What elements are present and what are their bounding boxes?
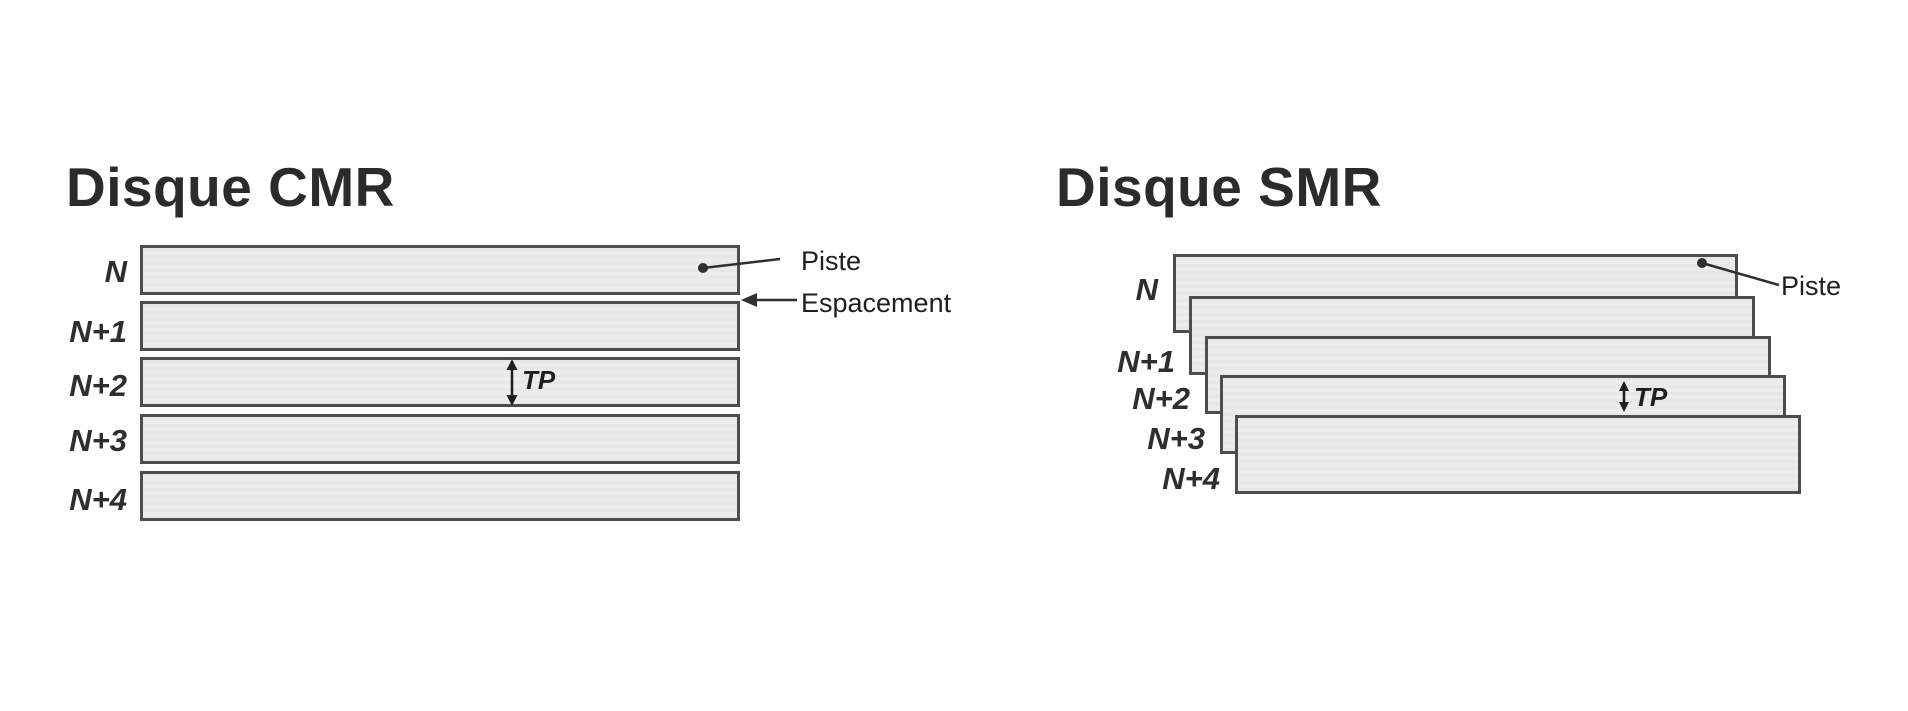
cmr-espacement-arrowhead-icon (741, 293, 757, 307)
cmr-tp-label: TP (522, 365, 556, 395)
cmr-track-label-n4: N+4 (69, 482, 127, 517)
cmr-track-bar-n4 (140, 471, 740, 521)
cmr-piste-label: Piste (801, 246, 862, 276)
smr-track-label-n1: N+1 (1117, 344, 1175, 379)
cmr-track-label-n1: N+1 (69, 314, 127, 349)
cmr-track-label-n: N (104, 254, 127, 289)
smr-tp-label: TP (1634, 382, 1668, 412)
smr-track-label-n: N (1135, 272, 1158, 307)
smr-track-label-n3: N+3 (1147, 421, 1205, 456)
cmr-track-label-n2: N+2 (69, 368, 127, 403)
cmr-espacement-label: Espacement (801, 288, 952, 318)
cmr-track-bar-n (140, 245, 740, 295)
smr-title: Disque SMR (1056, 156, 1382, 218)
smr-track-label-n4: N+4 (1162, 461, 1220, 496)
smr-track-bar-n4 (1235, 415, 1801, 494)
cmr-track-bar-n2 (140, 357, 740, 407)
smr-track-label-n2: N+2 (1132, 381, 1190, 416)
cmr-track-bar-n1 (140, 301, 740, 351)
smr-piste-label: Piste (1781, 271, 1842, 301)
cmr-track-bar-n3 (140, 414, 740, 464)
cmr-track-label-n3: N+3 (69, 423, 127, 458)
cmr-title: Disque CMR (66, 156, 395, 218)
